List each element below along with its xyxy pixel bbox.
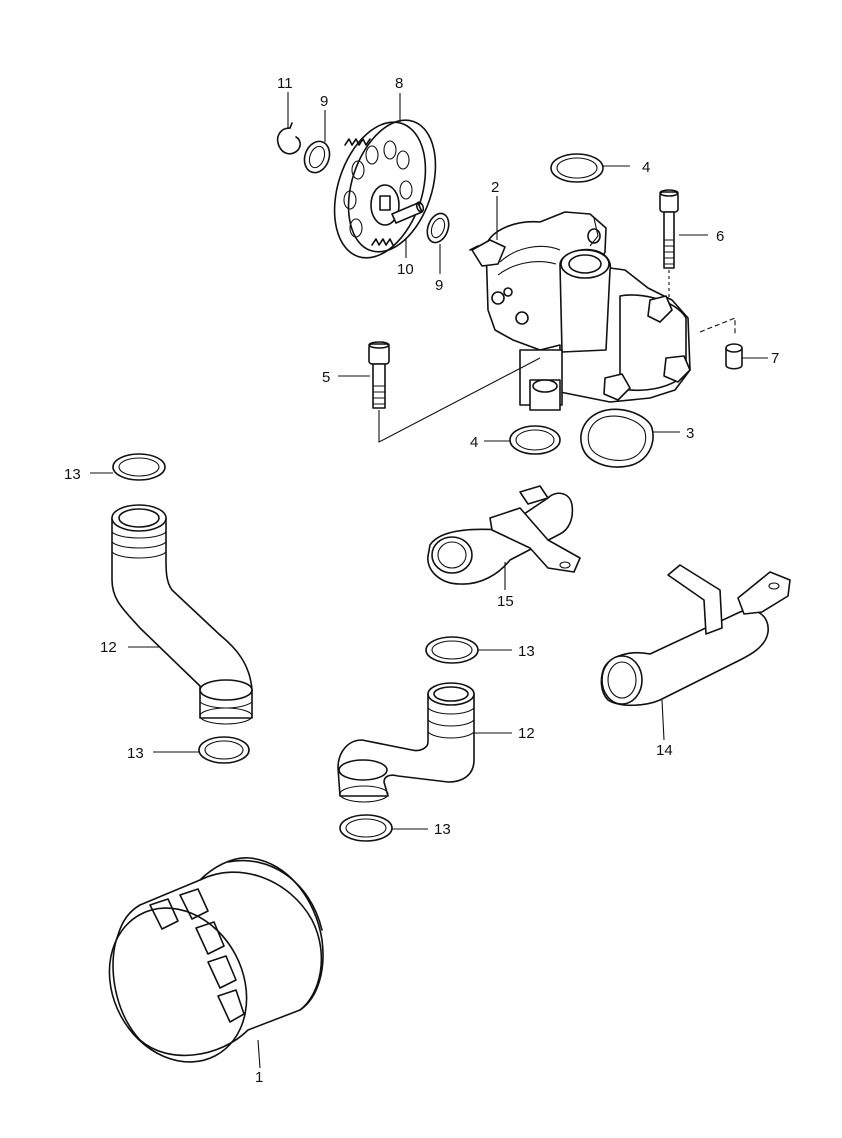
oil-pump-body-part [469,211,691,411]
callout-8: 8 [395,75,403,92]
oil-pipe-bracket-15-part [427,485,581,590]
bolt-5-part [368,341,541,443]
o-ring-13-lower-left-part [198,736,250,764]
circlip-part [276,122,301,155]
callout-12-left: 12 [100,639,117,656]
oil-pipe-bracket-14-part [600,564,791,741]
callout-13-upper-left: 13 [64,466,81,483]
gasket-part [580,408,654,468]
callout-4-upper: 4 [642,159,650,176]
pin-part [391,201,425,224]
callout-15: 15 [497,593,514,610]
o-ring-13-upper-left-part [112,453,166,481]
callout-4-lower: 4 [470,434,478,451]
callout-labels: 11 9 8 10 9 4 2 6 7 5 4 3 13 12 13 13 12… [64,75,779,1086]
callout-6: 6 [716,228,724,245]
callout-13-lower-left: 13 [127,745,144,762]
oil-pump-gear-part [333,119,437,259]
callout-1: 1 [255,1069,263,1086]
callout-13-middle-upper: 13 [518,643,535,660]
oil-pipe-middle-part [337,682,475,803]
bolt-6-part [659,189,679,310]
callout-13-middle-lower: 13 [434,821,451,838]
washer-upper-part [303,140,331,174]
callout-3: 3 [686,425,694,442]
callout-2: 2 [491,179,499,196]
callout-11: 11 [277,75,293,92]
callout-10: 10 [397,261,414,278]
o-ring-upper-part [550,153,604,183]
callout-9-lower: 9 [435,277,443,294]
oil-pipe-left-part [111,504,253,725]
dowel-pin-part [699,317,743,370]
washer-lower-part [426,212,450,244]
oil-filter-part [108,857,324,1069]
o-ring-lower-part [509,425,561,455]
leader-lines [90,92,768,830]
o-ring-13-middle-upper-part [425,636,479,664]
callout-14: 14 [656,742,673,759]
callout-5: 5 [322,369,330,386]
callout-7: 7 [771,350,779,367]
o-ring-13-middle-lower-part [339,814,393,842]
callout-12-middle: 12 [518,725,535,742]
callout-9-upper: 9 [320,93,328,110]
